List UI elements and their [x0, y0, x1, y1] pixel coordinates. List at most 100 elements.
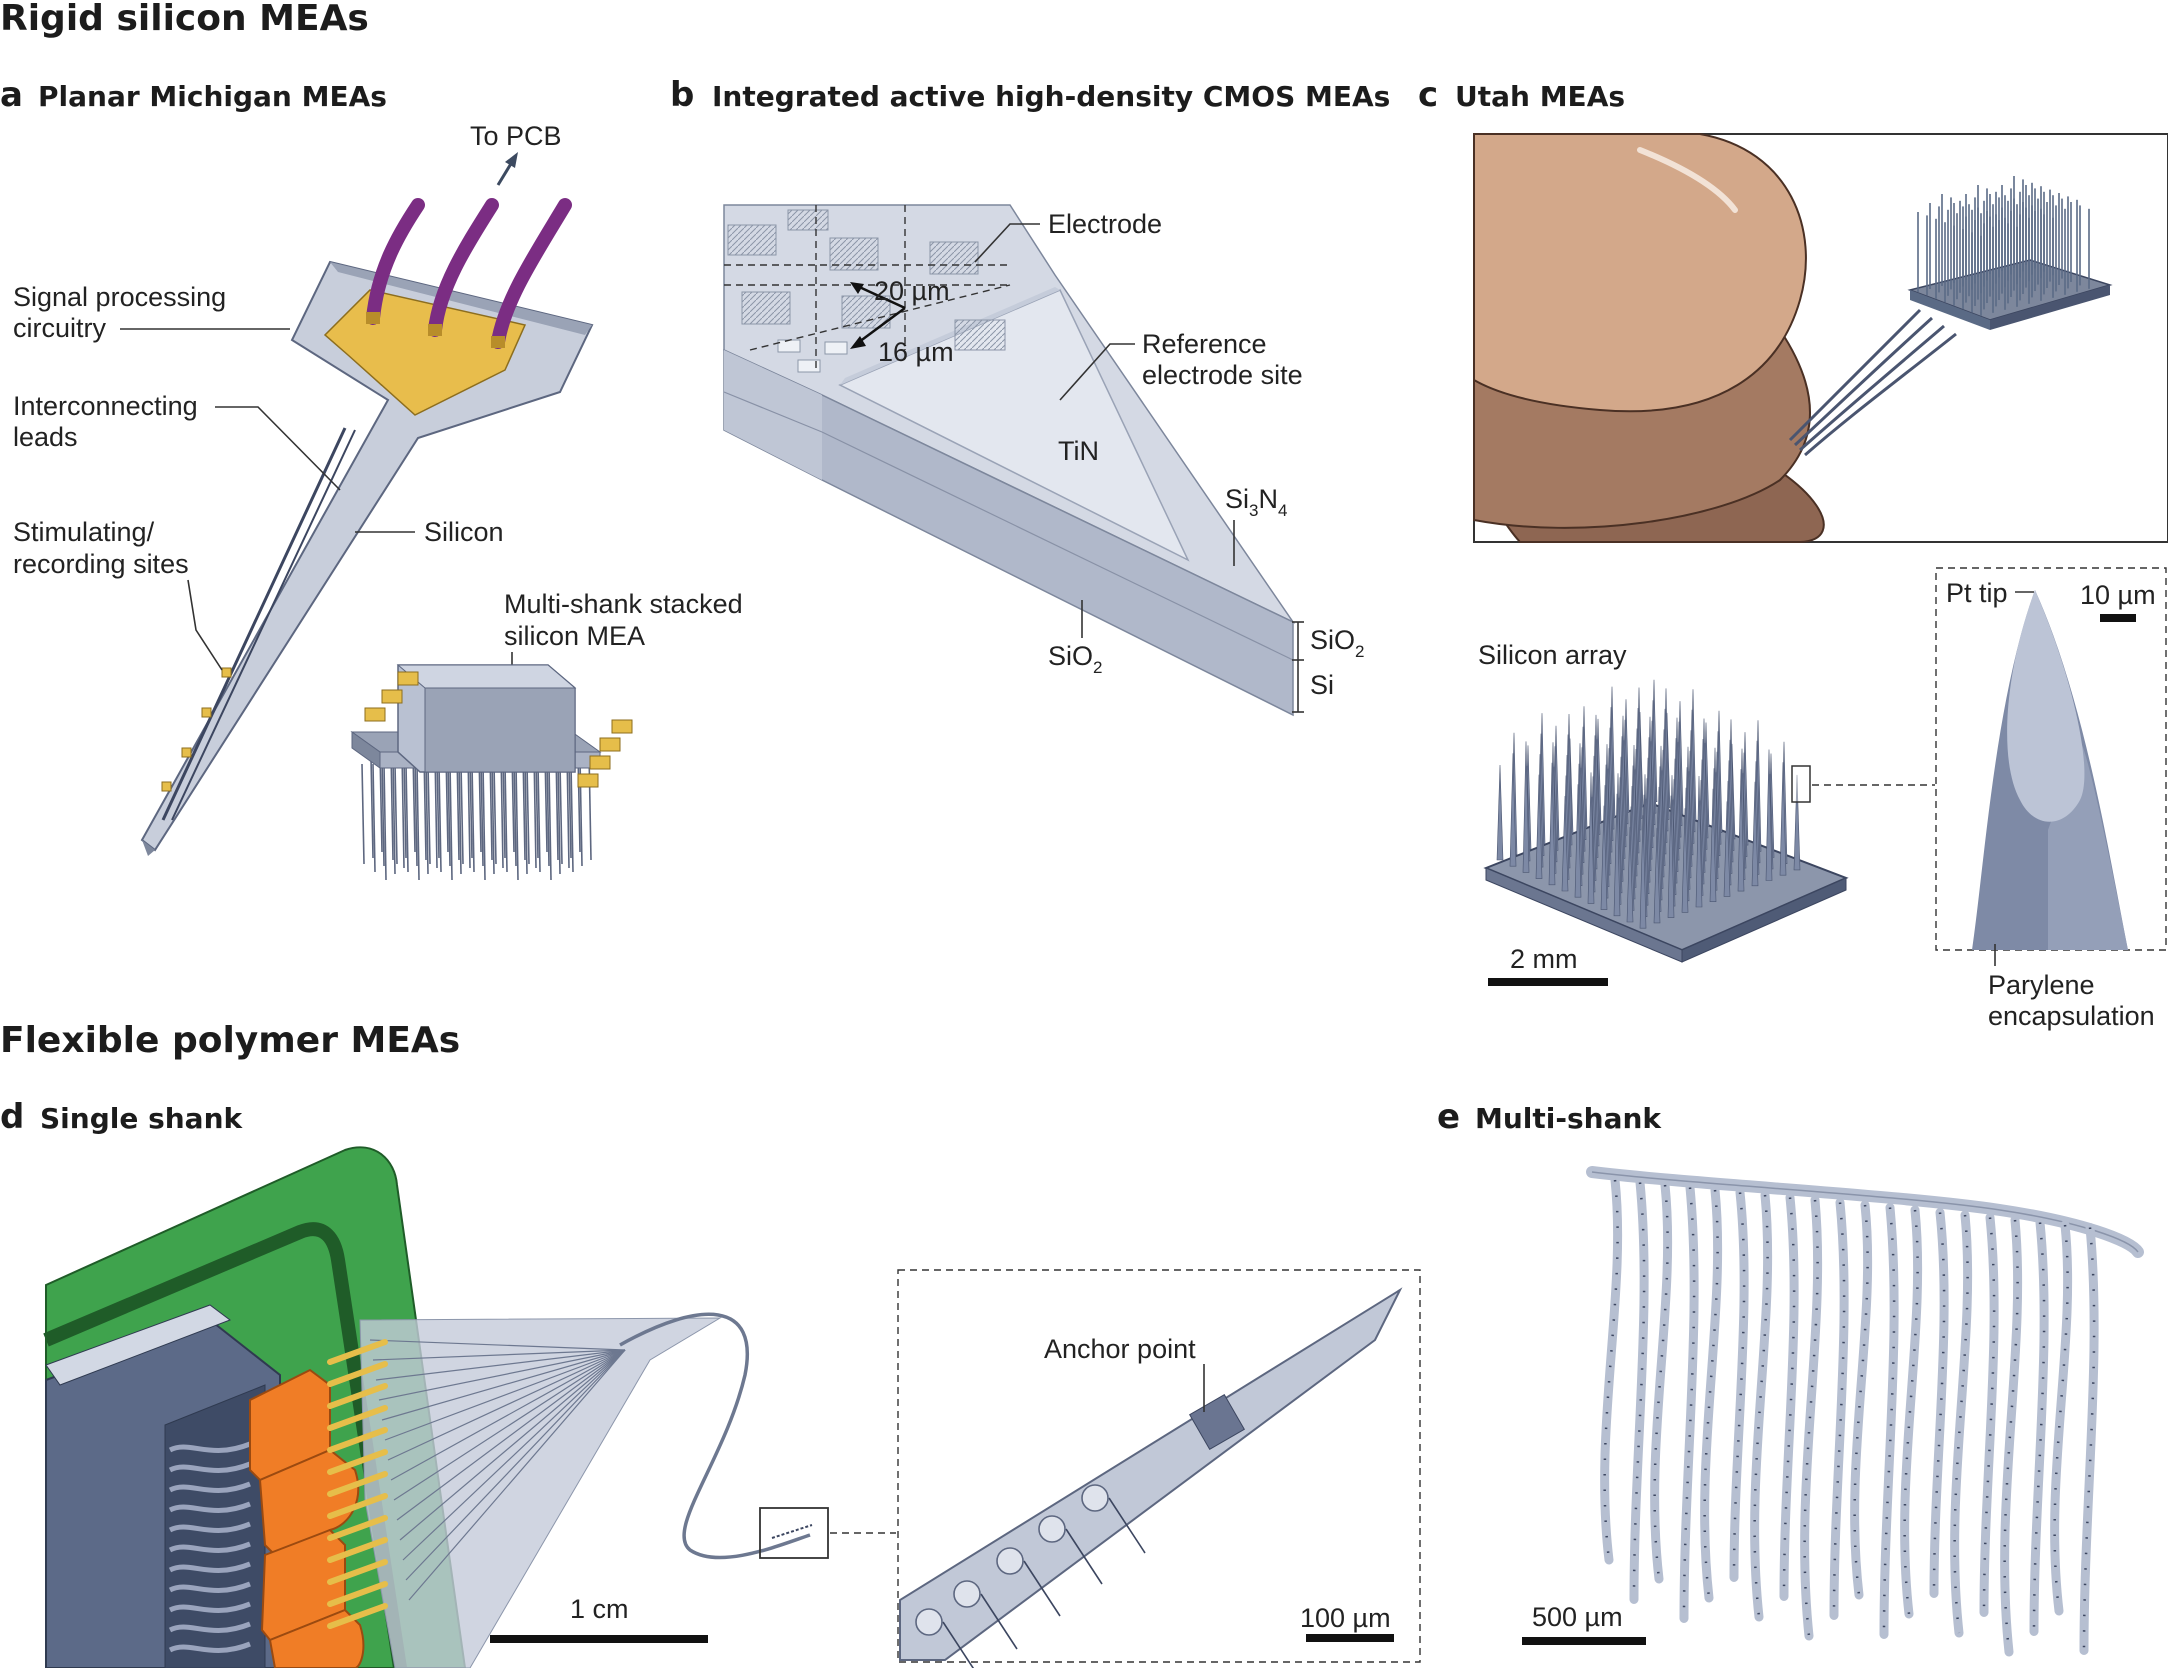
comb-needle: [460, 763, 464, 865]
utah-implant-box: [1473, 133, 2168, 543]
electrode: [727, 224, 777, 256]
comb-needle: [557, 757, 561, 875]
comb-needle: [438, 763, 442, 873]
fan-trace: [375, 1349, 626, 1381]
connector-pin: [168, 1521, 251, 1533]
label-dim-20um: 20 µm: [874, 276, 950, 306]
label-to-pcb: To PCB: [470, 121, 562, 151]
comb-needle: [427, 763, 431, 865]
utah-spike: [1613, 793, 1621, 917]
svg-text:Si3N4: Si3N4: [1225, 484, 1287, 520]
label-sio2-right-b: 2: [1355, 642, 1364, 661]
utah-spike: [1535, 774, 1543, 879]
svg-text:SiO2: SiO2: [1048, 641, 1102, 677]
comb-needle: [471, 763, 475, 873]
label-scale-2mm: 2 mm: [1510, 944, 1578, 974]
label-sio2-bottom-b: 2: [1093, 658, 1102, 677]
label-signal-processing-1: Signal processing: [13, 282, 226, 312]
polymer-thread: [1800, 1195, 1823, 1641]
fan-trace: [378, 1349, 626, 1401]
comb-needle: [535, 757, 539, 859]
comb-needle: [390, 751, 394, 861]
panel-e: e Multi-shank 500 µm: [1437, 1097, 2144, 1657]
connector-pin: [168, 1641, 251, 1653]
label-anchor-point: Anchor point: [1044, 1334, 1196, 1364]
comb-needle: [405, 763, 409, 873]
comb-needle: [416, 763, 420, 881]
connector-pin: [168, 1461, 251, 1473]
polymer-thread: [1629, 1178, 1649, 1604]
comb-needle: [577, 751, 581, 853]
utah-spike: [1793, 774, 1801, 871]
panel-b: b Integrated active high-density CMOS ME…: [670, 75, 1390, 717]
thread-electrodes: [1732, 1192, 1746, 1578]
scalebar-100um: [1306, 1634, 1394, 1642]
utah-spike: [1509, 753, 1517, 867]
gold-pin: [327, 1581, 388, 1607]
comb-needle: [403, 757, 407, 859]
section-title-flexible: Flexible polymer MEAs: [0, 1020, 460, 1061]
recording-pad: [915, 1608, 943, 1636]
label-reference-1: Reference: [1142, 329, 1267, 359]
comb-needle: [370, 757, 374, 859]
fan-trace: [402, 1349, 626, 1561]
panel-title-d: Single shank: [40, 1102, 244, 1135]
panel-a: a Planar Michigan MEAs To PCB Signal: [0, 75, 743, 881]
label-si3n4-b: 3: [1249, 501, 1258, 520]
polymer-thread: [1950, 1210, 1973, 1638]
comb-needle: [480, 757, 484, 867]
connector-pin: [168, 1581, 251, 1593]
scalebar-10um: [2100, 614, 2136, 622]
utah-spike: [1765, 749, 1773, 881]
label-si: Si: [1310, 670, 1334, 700]
connector-pin: [168, 1601, 251, 1613]
connector-pin: [168, 1441, 251, 1453]
flexible-connector-assembly: [43, 1146, 811, 1668]
comb-needle: [524, 757, 528, 875]
michigan-probe: [140, 198, 594, 856]
panel-letter-a: a: [0, 75, 23, 115]
comb-needle: [546, 757, 550, 867]
label-multi-shank-2: silicon MEA: [504, 621, 645, 651]
comb-needle: [568, 757, 572, 859]
recording-pad: [996, 1547, 1024, 1575]
thread-electrodes: [1603, 1179, 1619, 1561]
comb-needle: [447, 757, 451, 867]
recording-pad: [1038, 1515, 1066, 1543]
polymer-thread: [2029, 1218, 2049, 1636]
electrode-tip-zoom: [1972, 590, 2128, 950]
scalebar-500um: [1522, 1637, 1646, 1645]
panel-c: c Utah MEAs Silicon array: [1418, 75, 2168, 1031]
utah-spike: [1737, 769, 1745, 892]
comb-needle: [559, 763, 563, 865]
section-title-rigid: Rigid silicon MEAs: [0, 0, 369, 39]
fan-trace: [369, 1339, 626, 1351]
thread-electrodes: [1932, 1212, 1946, 1594]
label-sio2-bottom-a: SiO: [1048, 641, 1093, 671]
fan-trace: [390, 1349, 626, 1481]
comb-needle: [548, 763, 552, 881]
polymer-thread: [2050, 1220, 2073, 1616]
utah-array: [1483, 679, 1849, 963]
label-si3n4: Si3N4: [1225, 484, 1287, 520]
polymer-thread: [1700, 1185, 1723, 1603]
gold-pin: [327, 1383, 388, 1409]
fan-trace: [408, 1349, 626, 1601]
label-reference-2: electrode site: [1142, 360, 1303, 390]
utah-spike: [1626, 826, 1634, 923]
connector-pin: [168, 1541, 251, 1553]
connector-pin: [168, 1481, 251, 1493]
comb-needle: [361, 763, 365, 865]
polymer-thread: [1900, 1205, 1923, 1619]
comb-needle: [537, 763, 541, 873]
recording-pad: [1081, 1484, 1109, 1512]
comb-needle: [491, 757, 495, 875]
thread-electrodes: [2053, 1224, 2069, 1612]
pad-trace: [1065, 1528, 1103, 1585]
utah-spike: [1587, 772, 1595, 904]
comb-needle: [381, 757, 385, 867]
fan-trace: [387, 1349, 626, 1461]
gold-pin: [327, 1361, 388, 1387]
scalebar-2mm: [1488, 978, 1608, 986]
label-signal-processing-2: circuitry: [13, 313, 106, 343]
